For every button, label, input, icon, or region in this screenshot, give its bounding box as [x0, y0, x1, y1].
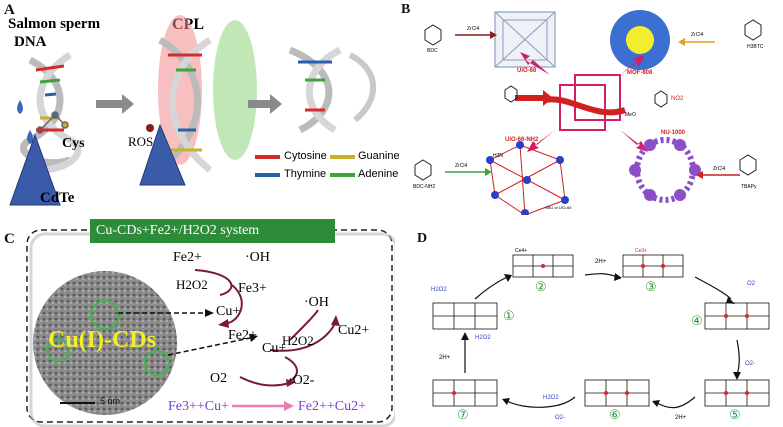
- panel-a: A Salmon sperm DNA CPL: [0, 0, 400, 215]
- cu-plus-1: Cu+: [216, 304, 241, 319]
- h2o2-mid: H2O2: [282, 333, 314, 348]
- tbapy-label: TBAPy: [741, 184, 757, 190]
- panel-b-letter: B: [401, 2, 411, 17]
- bdc-label: BDC: [427, 48, 438, 54]
- mof-scheme: [414, 10, 762, 215]
- step-1: ①: [503, 308, 515, 323]
- meo-label: MeO: [625, 112, 636, 118]
- h3btc-label: H3BTC: [747, 44, 764, 50]
- o2-minus-d-1: O2-: [745, 361, 756, 367]
- scale-label: 5 nm: [100, 396, 121, 406]
- o2-label: O2: [210, 371, 228, 386]
- cdte-label: CdTe: [40, 190, 75, 206]
- uio66-label: UiO-66: [517, 68, 537, 74]
- equation-right: Fe2++Cu2+: [298, 399, 367, 414]
- sbu-label: SBU of UiO-66: [545, 205, 572, 210]
- o2-minus-d-2: O2-: [555, 415, 566, 421]
- oh-mid: ·OH: [304, 295, 329, 310]
- h2o2-d-1: H2O2: [431, 287, 447, 293]
- panel-c-letter: C: [4, 231, 15, 247]
- dna-helix-illustration: [9, 15, 377, 206]
- zrcl4-label-4: ZrCl4: [713, 166, 726, 172]
- legend-adenine: Adenine: [358, 168, 399, 180]
- o2-radical-label: ·O2-: [288, 373, 315, 388]
- legend-thymine: Thymine: [284, 168, 327, 180]
- dna-title-line1: Salmon sperm: [8, 16, 101, 32]
- ceria-cycle: [432, 254, 770, 409]
- oh-top: ·OH: [245, 250, 270, 265]
- step-2: ②: [535, 279, 547, 294]
- bdc-nh2-label: BDC-NH2: [413, 184, 436, 190]
- panel-b: B: [395, 0, 783, 215]
- zrcl4-label-3: ZrCl4: [455, 163, 468, 169]
- step-7: ⑦: [457, 407, 469, 422]
- o2-d-1: O2: [747, 281, 756, 287]
- ce4-label: Ce4+: [515, 248, 528, 254]
- panel-d-letter: D: [417, 231, 428, 246]
- step-4: ④: [691, 313, 703, 328]
- panel-c: C Cu-C: [0, 215, 395, 427]
- legend-guanine: Guanine: [358, 150, 400, 162]
- cu2-label: Cu2+: [338, 323, 370, 338]
- base-legend: [255, 155, 355, 177]
- two-h-d-2: 2H+: [675, 415, 687, 421]
- two-h-d-1: 2H+: [595, 259, 607, 265]
- step-6: ⑥: [609, 407, 621, 422]
- uio66nh2-label: UiO-66-NH2: [505, 137, 539, 143]
- dna-title-line2: DNA: [14, 34, 47, 50]
- h2o2-d-2: H2O2: [543, 395, 559, 401]
- ce3-label: Ce3+: [635, 248, 648, 254]
- panel-a-letter: A: [4, 2, 15, 18]
- h2n-label: H2N: [493, 153, 504, 159]
- h2o2-d-3: H2O2: [475, 335, 491, 341]
- step-3: ③: [645, 279, 657, 294]
- panel-d: D ①: [395, 215, 783, 427]
- mof808-label: MOF-808: [627, 70, 653, 76]
- cys-label: Cys: [62, 136, 85, 151]
- h2o2-top: H2O2: [176, 277, 208, 292]
- zrcl4-label-1: ZrCl4: [467, 26, 480, 32]
- cu-plus-2: Cu+: [262, 341, 287, 356]
- fe3-label: Fe3+: [238, 281, 267, 296]
- equation-left: Fe3++Cu+: [168, 399, 230, 414]
- fe2-mid: Fe2+: [228, 328, 257, 343]
- no2-label: NO2: [671, 96, 684, 102]
- zrcl4-label-2: ZrCl4: [691, 32, 704, 38]
- particle-label: Cu(I)-CDs: [48, 327, 156, 353]
- two-h-d-3: 2H+: [439, 355, 451, 361]
- fe2-top: Fe2+: [173, 250, 202, 265]
- ros-label: ROS: [128, 134, 154, 149]
- legend-cytosine: Cytosine: [284, 150, 327, 162]
- system-banner: Cu-CDs+Fe2+/H2O2 system: [96, 223, 260, 238]
- cu-cds-scheme: [26, 219, 395, 427]
- nu1000-label: NU-1000: [661, 130, 686, 136]
- step-5: ⑤: [729, 407, 741, 422]
